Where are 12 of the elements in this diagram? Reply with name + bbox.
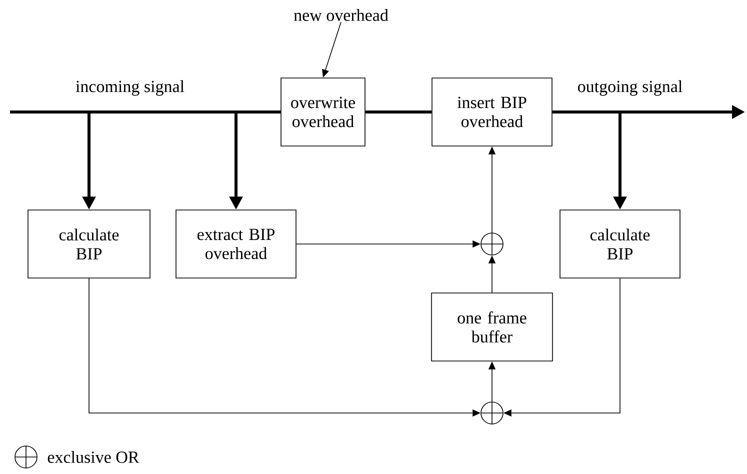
process-box: calculate BIP <box>560 210 680 278</box>
edge-label: outgoing signal <box>576 79 684 97</box>
process-box: insert BIP overhead <box>432 78 552 146</box>
process-box: extract BIP overhead <box>176 210 296 278</box>
input-label: new overhead <box>294 9 388 21</box>
process-box: one frame buffer <box>431 292 553 362</box>
process-box: calculate BIP <box>28 210 150 278</box>
edge-label: incoming signal <box>74 79 186 97</box>
legend-label: exclusive OR <box>48 451 140 463</box>
process-box: overwrite overhead <box>280 78 366 146</box>
xor-symbol <box>480 232 504 256</box>
xor-symbol <box>480 402 504 424</box>
